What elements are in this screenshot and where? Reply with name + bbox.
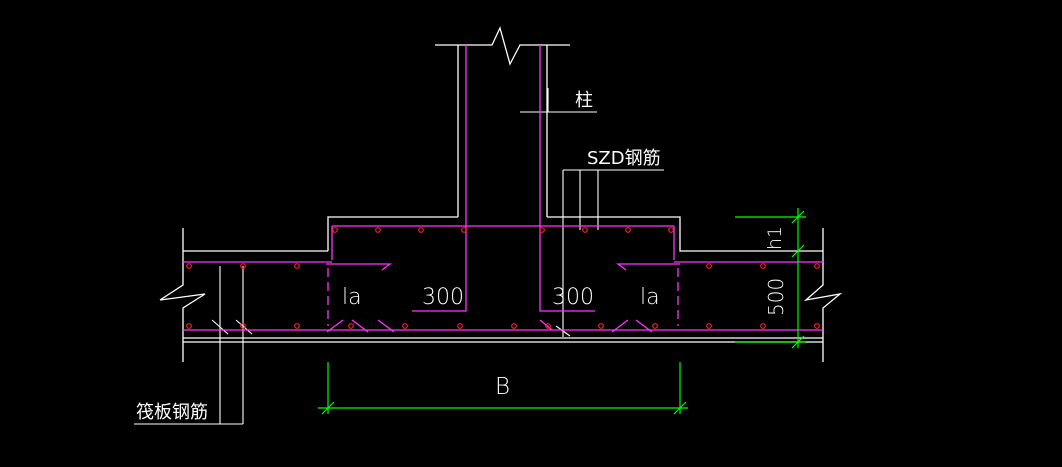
dim-thickness-label: 500 [764, 278, 788, 316]
length-left-label: 300 [422, 285, 464, 310]
dim-width-label: B [495, 374, 510, 400]
column-outline [435, 26, 570, 217]
leader-lines [134, 88, 664, 425]
la-right-label: la [640, 285, 660, 310]
length-right-label: 300 [552, 285, 594, 310]
szd-rebar-label: SZD钢筋 [587, 148, 661, 169]
rebar-lines [183, 45, 823, 333]
rebar-dots [186, 227, 820, 329]
column-label: 柱 [575, 90, 593, 111]
dim-h1-label: h1 [764, 226, 786, 250]
la-left-label: la [342, 285, 362, 310]
raft-rebar-label: 筏板钢筋 [136, 402, 208, 423]
dimension-lines [318, 208, 806, 415]
raft-outline [159, 216, 843, 362]
